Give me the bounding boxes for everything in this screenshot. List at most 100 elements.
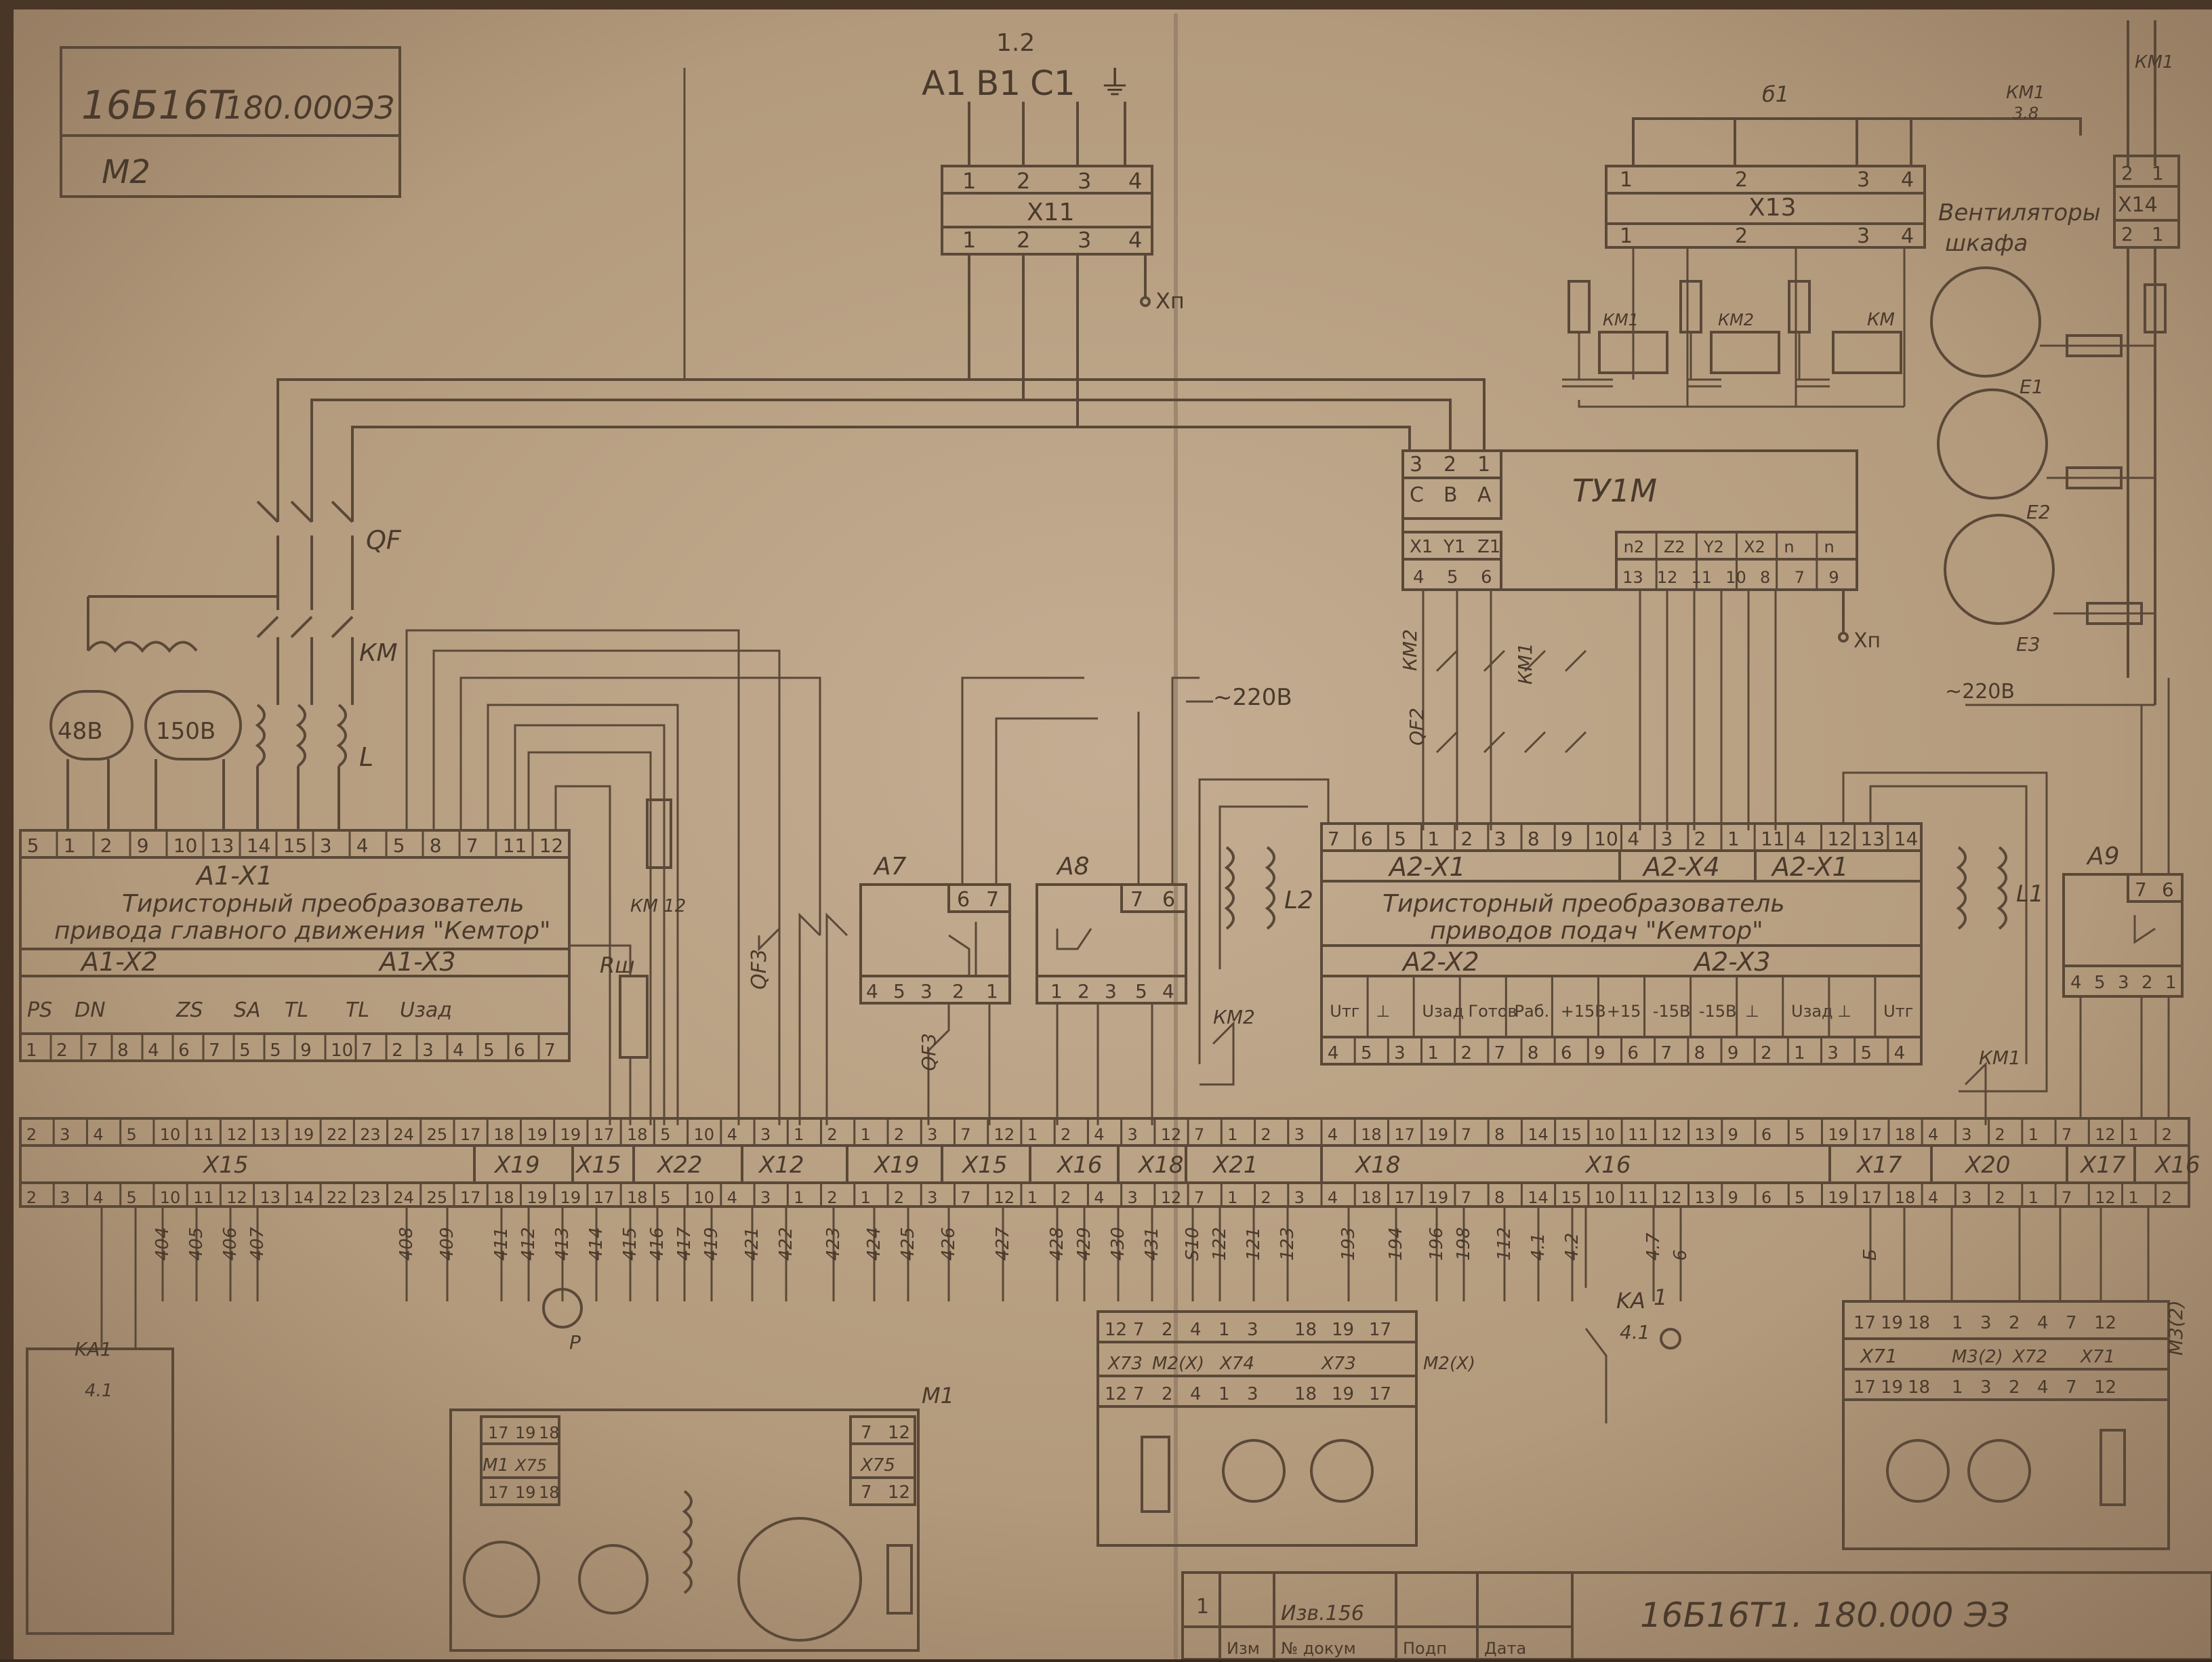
svg-text:QF3: QF3 — [918, 1033, 940, 1071]
m3-conn: X71 — [1859, 1345, 1898, 1367]
strip-pin: 1 — [2028, 1125, 2039, 1144]
a1-pin: 6 — [514, 1040, 525, 1061]
strip-pin: 19 — [1428, 1125, 1449, 1144]
wire-number: Б — [1860, 1249, 1881, 1261]
wire-number: 194 — [1386, 1227, 1406, 1261]
a1-pin: 8 — [117, 1040, 129, 1061]
a2-pin: 9 — [1594, 1043, 1605, 1063]
phase-b1: B1 — [976, 64, 1021, 103]
a1-pin: 12 — [539, 834, 564, 857]
svg-text:4: 4 — [1128, 168, 1142, 194]
phase-a1: A1 — [922, 64, 966, 103]
phase-c1: C1 — [1030, 64, 1076, 103]
a2-subtitle: приводов подач "Кемтор" — [1430, 917, 1763, 945]
a1-pin: 4 — [356, 834, 369, 857]
a2-pin: 3 — [1661, 828, 1673, 850]
a2-pin: 1 — [1427, 1043, 1439, 1063]
fans-group: КМ1 КМ1 3.8 2 1 X14 2 1 Вентиляторы шкаф… — [1930, 20, 2180, 706]
a2-pin: 4 — [1328, 1043, 1339, 1063]
a2-pin: 1 — [1727, 828, 1740, 850]
strip-pin: 4 — [1928, 1125, 1938, 1144]
a2-signal: Готов — [1468, 1002, 1517, 1021]
km-label: КМ — [359, 639, 398, 667]
strip-pin: 2 — [2162, 1188, 2172, 1207]
svg-text:№ докум: № докум — [1281, 1639, 1356, 1658]
svg-text:1: 1 — [1196, 1595, 1209, 1619]
svg-text:4: 4 — [1128, 227, 1142, 253]
m2-conn: M2(X) — [1423, 1354, 1475, 1374]
svg-text:X75: X75 — [514, 1456, 547, 1475]
strip-pin: 12 — [1161, 1125, 1182, 1144]
motor-m1-group: 17 19 18 M1 X75 17 19 18 M1 7 12 X75 7 1… — [449, 1288, 954, 1652]
svg-text:L1: L1 — [2016, 880, 2044, 908]
a2-signal: -15В — [1653, 1002, 1691, 1021]
a1-subtitle: привода главного движения "Кемтор" — [54, 917, 551, 945]
a2-pin: 13 — [1861, 828, 1885, 850]
strip-pin: 4 — [1928, 1188, 1938, 1207]
svg-text:4: 4 — [866, 980, 878, 1002]
strip-pin: 3 — [760, 1125, 771, 1144]
fan-e2 — [1937, 388, 2048, 500]
svg-text:С: С — [1410, 483, 1424, 507]
tv1m-pin: 10 — [1725, 568, 1746, 587]
svg-text:6: 6 — [1481, 567, 1492, 588]
strip-pin: 1 — [1227, 1125, 1237, 1144]
wire-number: 405 — [186, 1227, 207, 1261]
wire-number: 112 — [1494, 1227, 1515, 1261]
a2-pin: 9 — [1561, 828, 1573, 850]
motor-m2a — [1222, 1439, 1286, 1503]
strip-pin: 1 — [2128, 1188, 2138, 1207]
m2-pin: 19 — [1332, 1320, 1354, 1340]
svg-text:7: 7 — [861, 1482, 872, 1503]
svg-text:А: А — [1477, 483, 1492, 507]
strip-pin: 11 — [1628, 1188, 1649, 1207]
a1-pin: 9 — [137, 834, 149, 857]
a1-title: Тиристорный преобразователь — [122, 890, 525, 918]
wire-number: 406 — [220, 1227, 241, 1261]
strip-pin: 3 — [60, 1125, 70, 1144]
svg-text:X1: X1 — [1410, 537, 1433, 557]
stamp-code2: 180.000ЭЗ — [224, 89, 394, 126]
svg-text:17: 17 — [488, 1423, 509, 1442]
svg-text:Подп: Подп — [1403, 1639, 1447, 1658]
a2-pin: 8 — [1694, 1043, 1706, 1063]
qf-breaker: QF КМ L — [255, 500, 402, 830]
strip-name: X22 — [656, 1152, 703, 1179]
strip-pin: 14 — [1528, 1188, 1549, 1207]
m2-pin: 1 — [1218, 1320, 1230, 1340]
strip-pin: 12 — [1161, 1188, 1182, 1207]
strip-pin: 23 — [360, 1125, 381, 1144]
svg-text:1: 1 — [1050, 980, 1063, 1002]
wire-number: 428 — [1047, 1227, 1067, 1261]
strip-pin: 3 — [1961, 1125, 1971, 1144]
strip-pin: 3 — [927, 1125, 937, 1144]
a1-pin: 8 — [430, 834, 442, 857]
svg-text:TL: TL — [285, 998, 308, 1022]
svg-text:3: 3 — [1078, 168, 1091, 194]
a2-pin: 5 — [1361, 1043, 1372, 1063]
svg-text:7: 7 — [2135, 878, 2147, 901]
strip-pin: 12 — [2095, 1188, 2116, 1207]
svg-text:7: 7 — [861, 1423, 872, 1443]
wire-number: 404 — [152, 1227, 173, 1261]
a2-pin: 7 — [1494, 1043, 1506, 1063]
a2-signal: Раб. — [1515, 1002, 1550, 1021]
supply-input: 1.2 A1 B1 C1 ⏚ — [922, 29, 1132, 166]
svg-text:Изв.156: Изв.156 — [1281, 1602, 1364, 1625]
strip-pin: 11 — [193, 1188, 214, 1207]
svg-text:3: 3 — [1078, 227, 1091, 253]
m3-pin: 18 — [1908, 1313, 1930, 1333]
strip-pin: 3 — [1127, 1125, 1137, 1144]
strip-pin: 18 — [1895, 1188, 1916, 1207]
svg-text:б1: б1 — [1762, 81, 1789, 107]
strip-pin: 2 — [2162, 1125, 2172, 1144]
a1-pin: 11 — [503, 834, 527, 857]
strip-pin: 19 — [560, 1188, 581, 1207]
tv1m-label: ТУ1М — [1572, 472, 1657, 509]
wire-number: 4.2 — [1562, 1233, 1582, 1261]
svg-text:12: 12 — [888, 1482, 910, 1503]
a1-pin: 5 — [239, 1040, 251, 1061]
strip-pin: 1 — [2028, 1188, 2039, 1207]
